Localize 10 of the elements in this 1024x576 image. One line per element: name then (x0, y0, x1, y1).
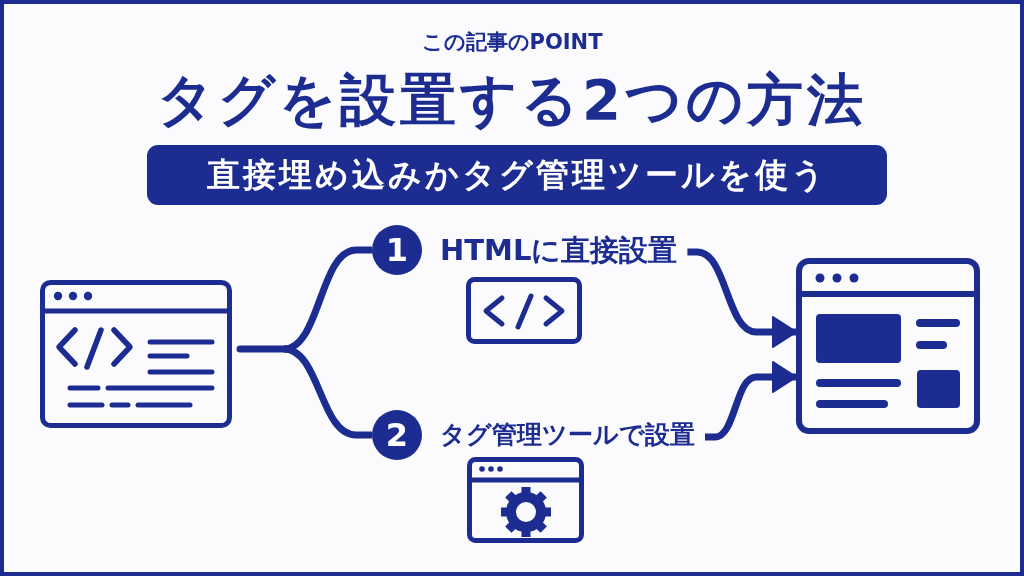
web-page-illustration (796, 258, 980, 434)
step-label: タグ管理ツールで設置 (440, 420, 695, 450)
step-number: 2 (372, 410, 422, 460)
main-heading: タグを設置する2つの方法 (157, 66, 867, 134)
point-label: この記事のPOINT (421, 29, 603, 56)
subtitle-banner: 直接埋め込みかタグ管理ツールを使う (147, 145, 887, 205)
step-number: 1 (372, 225, 422, 275)
connector-line (283, 345, 372, 439)
step-label: HTMLに直接設置 (440, 232, 678, 268)
code-window-illustration (40, 280, 232, 428)
